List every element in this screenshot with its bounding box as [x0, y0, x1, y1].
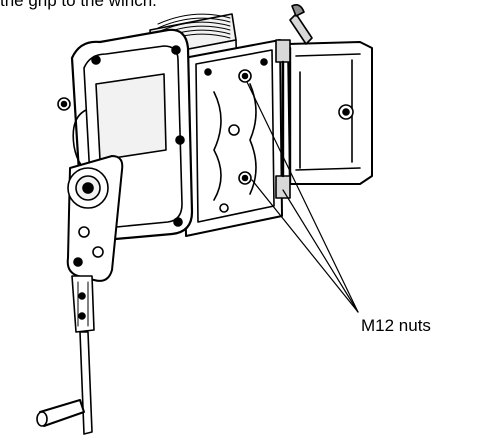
callout-leaders	[246, 81, 359, 313]
m12-nut-upper	[238, 69, 252, 83]
caption-text: the grip to the winch.	[0, 0, 157, 10]
crank-arm	[66, 155, 124, 282]
m12-nut-lower	[238, 171, 252, 185]
callout-label-m12-nuts: M12 nuts	[361, 316, 431, 335]
crank-grip	[36, 399, 85, 427]
mounting-plate	[183, 39, 283, 237]
bracket-channel	[287, 41, 373, 186]
top-lever	[289, 4, 313, 45]
